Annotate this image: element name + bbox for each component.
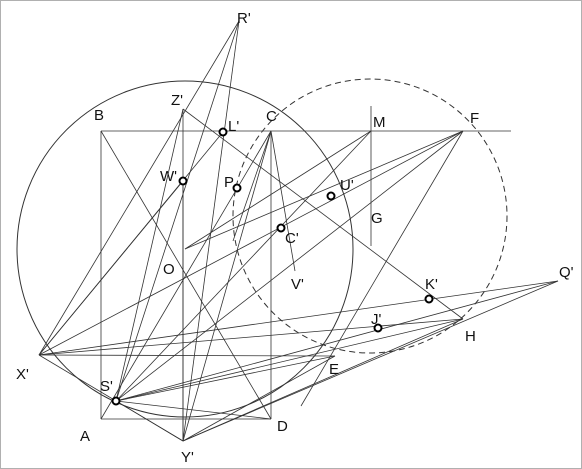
line-xp-qp [38, 280, 559, 356]
label-p: P [224, 174, 234, 191]
point-sp [111, 396, 121, 406]
line-zp-h [182, 108, 464, 320]
dashed-circle [232, 78, 508, 354]
label-qp: Q' [559, 264, 574, 281]
point-up [326, 191, 336, 201]
line-rp-xp [38, 20, 240, 356]
label-rp: R' [237, 10, 251, 27]
point-wp [178, 176, 188, 186]
label-g: G [371, 210, 383, 227]
label-d: D [277, 418, 288, 435]
label-a: A [80, 428, 90, 445]
label-m: M [373, 114, 386, 131]
line-sp-d [115, 400, 272, 420]
main-circle [16, 80, 354, 418]
line-zp-sp [115, 108, 184, 402]
label-f: F [470, 110, 479, 127]
line-qp-yp [182, 280, 559, 442]
label-wp: W' [160, 168, 177, 185]
line-sp-yp [115, 400, 184, 442]
label-kp: K' [425, 276, 438, 293]
point-lp [218, 127, 228, 137]
label-o: O [163, 261, 175, 278]
line-c-vp [270, 130, 296, 272]
line-h-sp [115, 318, 464, 402]
line-f-down [300, 130, 464, 407]
label-up: U' [340, 177, 354, 194]
line-qp-sp [115, 280, 559, 402]
label-c: C [266, 108, 277, 125]
line-c-p [232, 130, 272, 242]
line-f-sp [115, 130, 464, 402]
line-xp-e [38, 354, 336, 357]
line-yp-e [182, 355, 336, 442]
line-f-xp [38, 130, 464, 356]
label-xp: X' [16, 366, 29, 383]
label-sp: S' [100, 378, 113, 395]
point-cp [276, 223, 286, 233]
line-h-yp [182, 318, 464, 442]
label-yp: Y' [181, 449, 194, 466]
label-jp: J' [371, 311, 382, 328]
line-o-f [184, 130, 464, 250]
line-o-m [184, 130, 372, 250]
line-m-sp [115, 130, 372, 402]
line-xp-wp [38, 180, 184, 356]
label-cp: C' [285, 230, 299, 247]
line-c-yp [182, 130, 272, 442]
label-vp: V' [291, 276, 304, 293]
line-rp-yp [182, 20, 240, 442]
line-sp-e [115, 355, 336, 402]
label-b: B [94, 107, 104, 124]
point-p [232, 183, 242, 193]
line-xp-h [38, 318, 464, 356]
point-jp [373, 323, 383, 333]
label-zp: Z' [171, 92, 183, 109]
point-kp [424, 294, 434, 304]
diagonal-ac [100, 130, 272, 420]
label-lp: L' [228, 118, 239, 135]
label-e: E [329, 361, 339, 378]
line-rp-sp [115, 20, 240, 402]
label-h: H [465, 328, 476, 345]
